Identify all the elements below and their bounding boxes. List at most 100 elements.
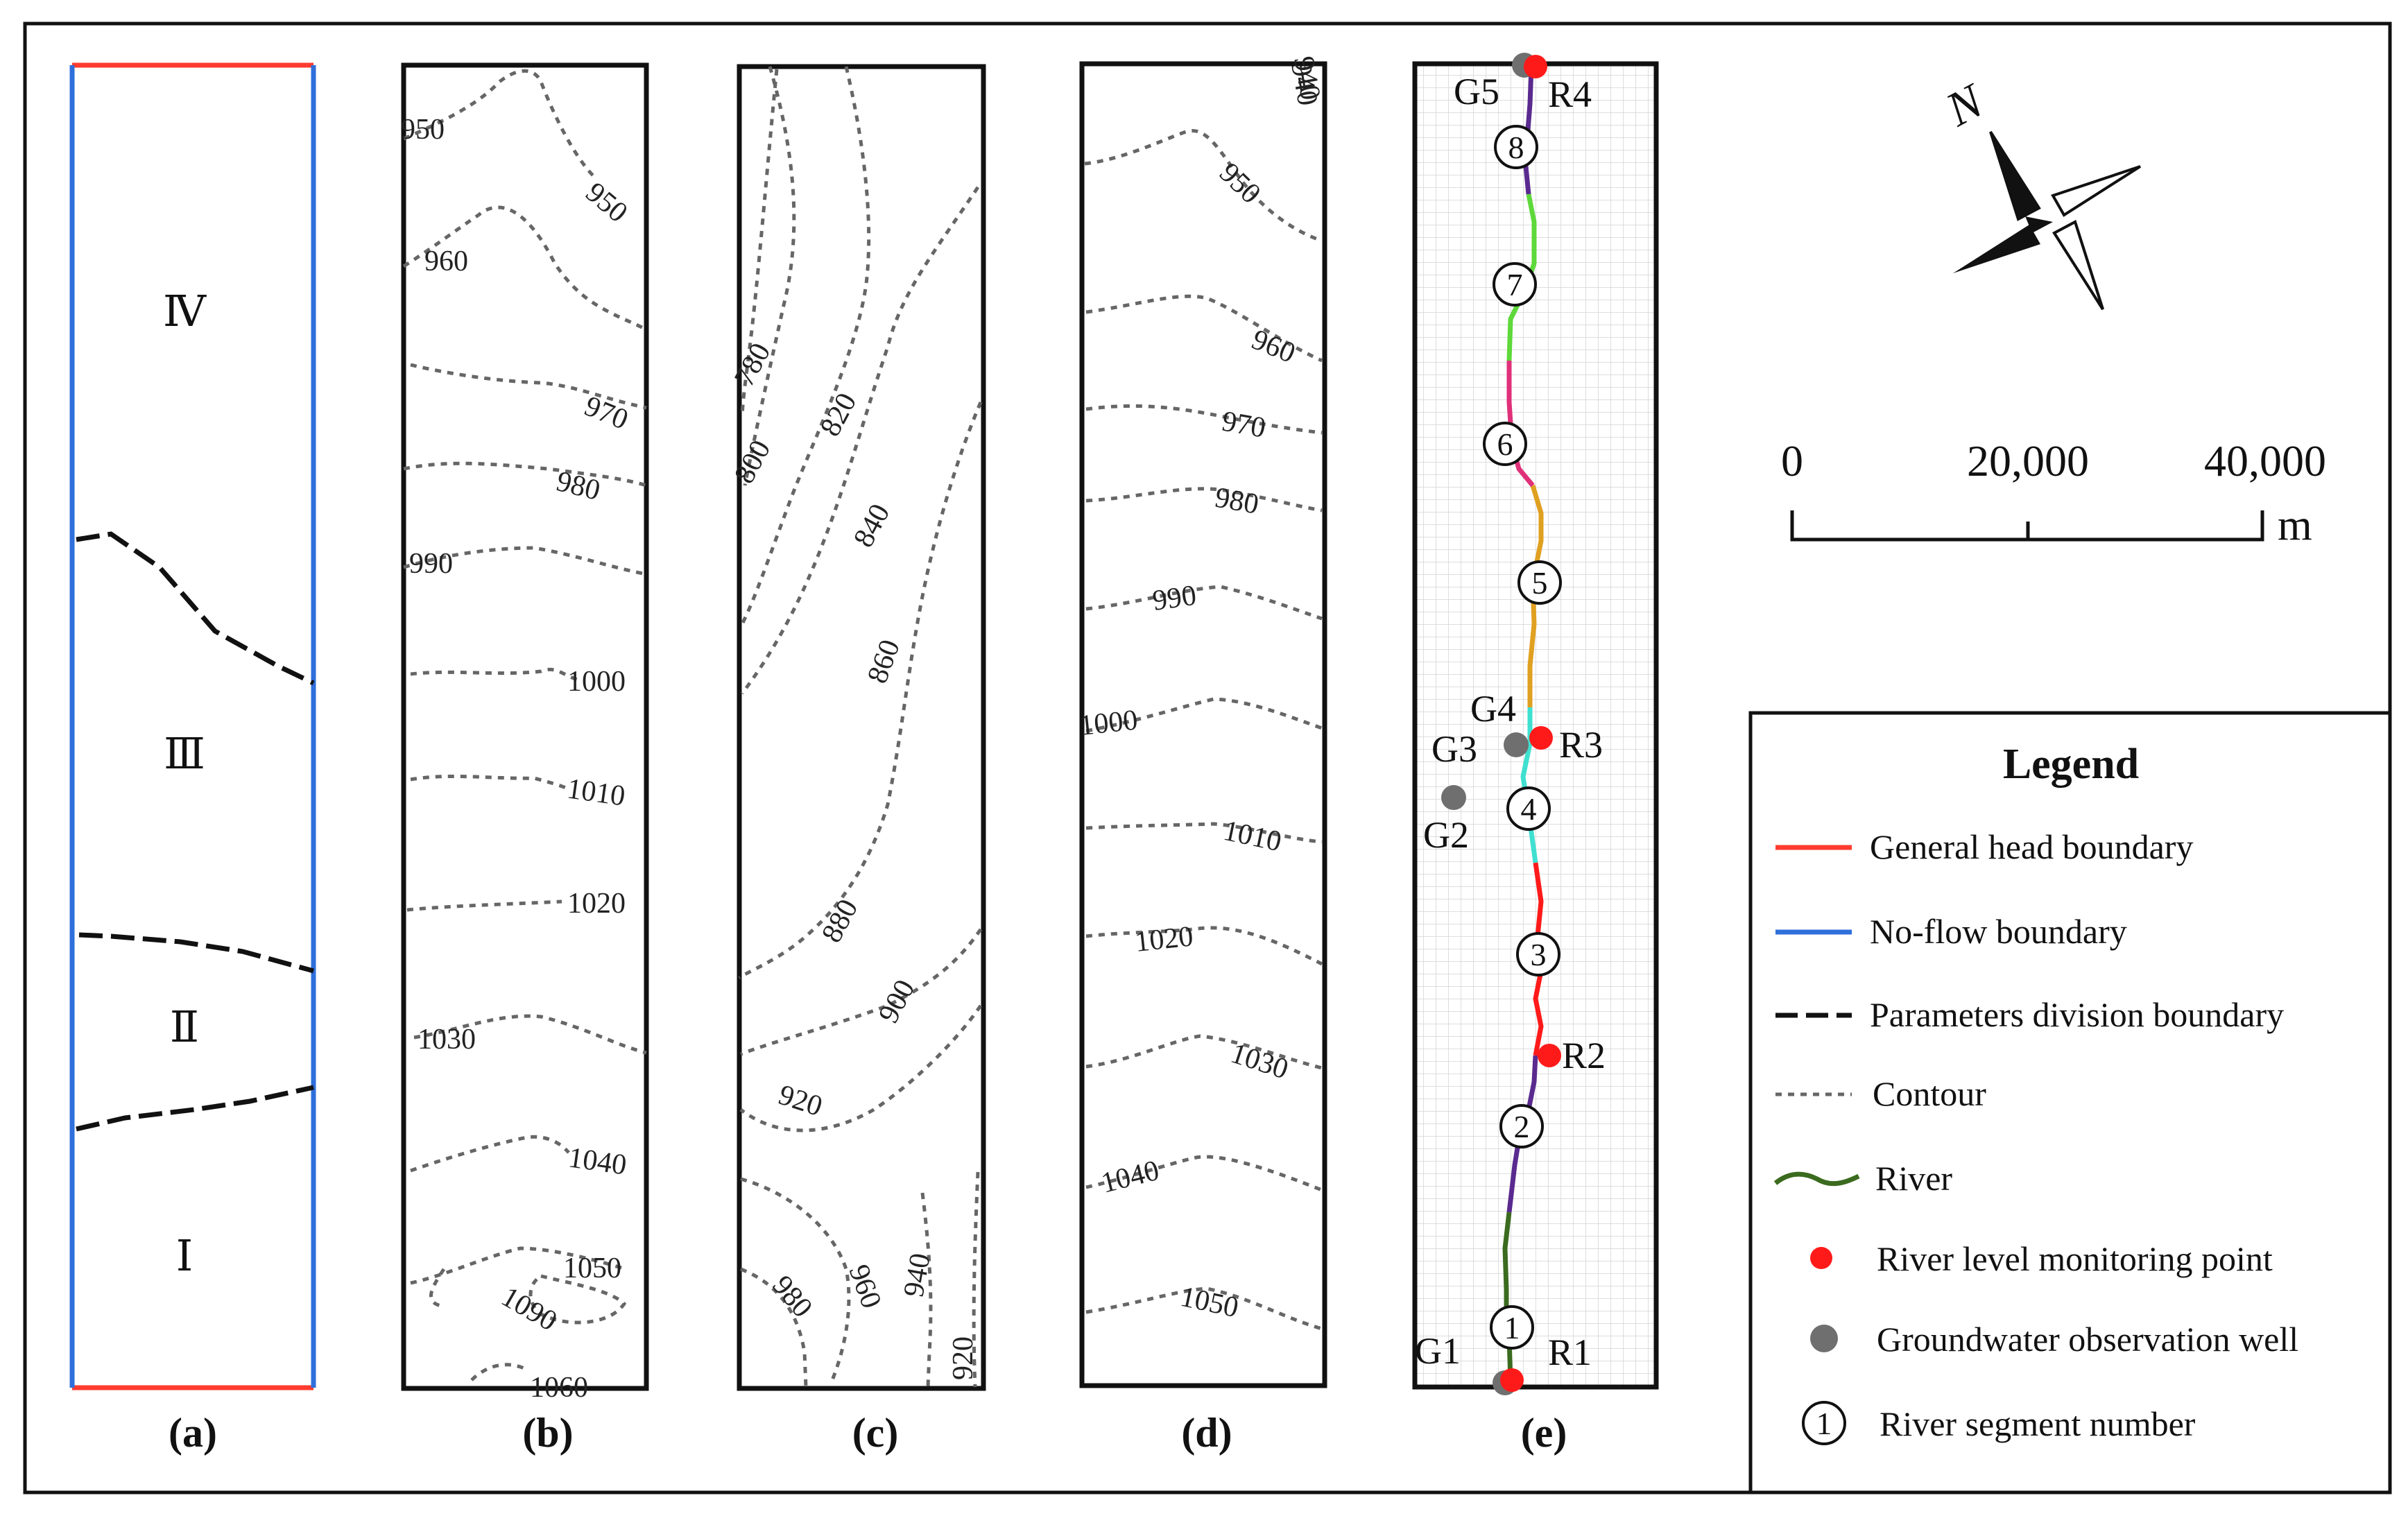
point-label-r4: R4: [1548, 74, 1592, 115]
contour-label: 940: [898, 1251, 937, 1300]
segment-number-3: [1516, 932, 1560, 976]
zone-label-1: Ⅰ: [176, 1233, 194, 1280]
contour-line: [410, 1135, 570, 1173]
contour-label: 800: [728, 435, 777, 488]
contour-line: [406, 899, 562, 912]
north-label: N: [1937, 74, 1993, 137]
contour-label: 950: [401, 114, 445, 146]
well-label-g5: G5: [1454, 71, 1499, 112]
groundwater-well-g4: [1504, 732, 1529, 757]
contour-line: [1085, 697, 1323, 733]
segment-number-label: 1: [1504, 1310, 1520, 1345]
river-monitoring-r1: [1500, 1368, 1524, 1392]
contour-label: 1030: [1227, 1037, 1292, 1086]
contour-label: 980: [766, 1270, 818, 1324]
contour-label: 950: [580, 176, 634, 229]
contour-label: 940: [1284, 60, 1323, 108]
scale-bar: 0 20,000 40,000 m: [1781, 436, 2326, 549]
legend-label: River: [1875, 1159, 1952, 1198]
legend-swatch-river: [1773, 1171, 1860, 1187]
well-label-g4: G4: [1470, 688, 1516, 730]
well-label-g3: G3: [1431, 728, 1477, 770]
zone-label-2: Ⅱ: [170, 1004, 199, 1051]
panel-d: 940 950 960 970 980 990 1000 1010 1020 1…: [1078, 54, 1327, 1456]
contour-line: [743, 66, 796, 486]
contour-label: 900: [872, 974, 921, 1028]
contour-label: 1030: [418, 1024, 476, 1056]
contour-label: 1040: [1098, 1155, 1162, 1200]
legend: Legend General head boundary No-flow bou…: [1748, 711, 2392, 1495]
contour-label: 920: [947, 1336, 979, 1380]
river-monitoring-r4: [1524, 55, 1547, 78]
legend-swatch-monitoring-point: [1810, 1247, 1832, 1269]
contour-line: [740, 69, 779, 417]
contour-label: 960: [424, 246, 468, 277]
contour-line: [1085, 1155, 1323, 1192]
contour-line: [410, 363, 647, 410]
segment-number-1: [1490, 1305, 1534, 1350]
contour-line: [740, 186, 980, 695]
contour-line: [1085, 926, 1323, 966]
groundwater-well-g2: [1441, 785, 1466, 810]
segment-number-6: [1483, 422, 1527, 466]
contour-label: 940: [1287, 54, 1326, 103]
contour-line: [470, 1363, 528, 1381]
point-label-r1: R1: [1548, 1332, 1592, 1373]
contour-line: [972, 1171, 980, 1388]
contour-label: 1020: [567, 888, 626, 920]
contour-line: [413, 1014, 647, 1055]
scale-tick-label: 20,000: [1967, 436, 2089, 485]
contour-line: [402, 205, 648, 331]
contour-label: 980: [1212, 482, 1261, 521]
contour-line: [1085, 1034, 1323, 1070]
contour-label: 1090: [496, 1281, 562, 1338]
panel-label-d: (d): [1181, 1410, 1232, 1456]
legend-label: General head boundary: [1870, 827, 2193, 866]
segment-number-label: 8: [1508, 130, 1524, 165]
contour-label: 990: [409, 548, 453, 580]
contour-line: [1085, 487, 1323, 512]
river-monitoring-r3: [1529, 726, 1553, 750]
scale-tick-label: 0: [1781, 436, 1803, 485]
contour-label: 1050: [1178, 1281, 1241, 1324]
point-label-r3: R3: [1559, 724, 1603, 766]
zone-label-4: Ⅳ: [163, 288, 207, 336]
segment-number-8: [1494, 125, 1538, 169]
contour-label: 1010: [565, 773, 628, 812]
contour-line: [1085, 585, 1323, 621]
contour-label: 1000: [567, 666, 626, 698]
panel-label-b: (b): [522, 1410, 573, 1456]
legend-label: No-flow boundary: [1870, 912, 2127, 951]
well-label-g1: G1: [1415, 1330, 1461, 1372]
scale-unit-label: m: [2278, 500, 2312, 549]
scale-tick-label: 40,000: [2204, 436, 2326, 485]
segment-number-7: [1493, 262, 1537, 307]
panel-c-frame: [737, 64, 986, 1391]
division-boundary-1: [76, 531, 315, 686]
contour-line: [1085, 822, 1323, 844]
contour-line: [429, 1268, 446, 1309]
legend-label: River level monitoring point: [1877, 1239, 2273, 1278]
zone-label-3: Ⅲ: [164, 731, 205, 778]
contour-line: [739, 1004, 983, 1132]
segment-number-label: 4: [1521, 791, 1537, 827]
segment-number-label: 6: [1497, 427, 1513, 462]
point-label-r2: R2: [1562, 1035, 1606, 1076]
contour-label: 780: [728, 338, 777, 391]
contour-label: 1010: [1221, 815, 1284, 858]
segment-number-label: 3: [1531, 937, 1547, 972]
panel-label-e: (e): [1521, 1410, 1567, 1456]
contour-label: 920: [775, 1079, 826, 1123]
contour-label: 960: [1247, 324, 1300, 370]
contour-line: [410, 667, 578, 682]
contour-label: 990: [1151, 580, 1198, 617]
segment-number-2: [1499, 1104, 1544, 1148]
contour-label: 860: [861, 635, 906, 687]
panel-label-c: (c): [852, 1410, 899, 1456]
contour-label: 970: [1219, 406, 1268, 445]
contour-label: 840: [848, 499, 896, 552]
contour-label: 1040: [567, 1142, 629, 1181]
panel-a: Ⅳ Ⅲ Ⅱ Ⅰ (a): [69, 62, 316, 1456]
well-label-g2: G2: [1423, 814, 1469, 856]
